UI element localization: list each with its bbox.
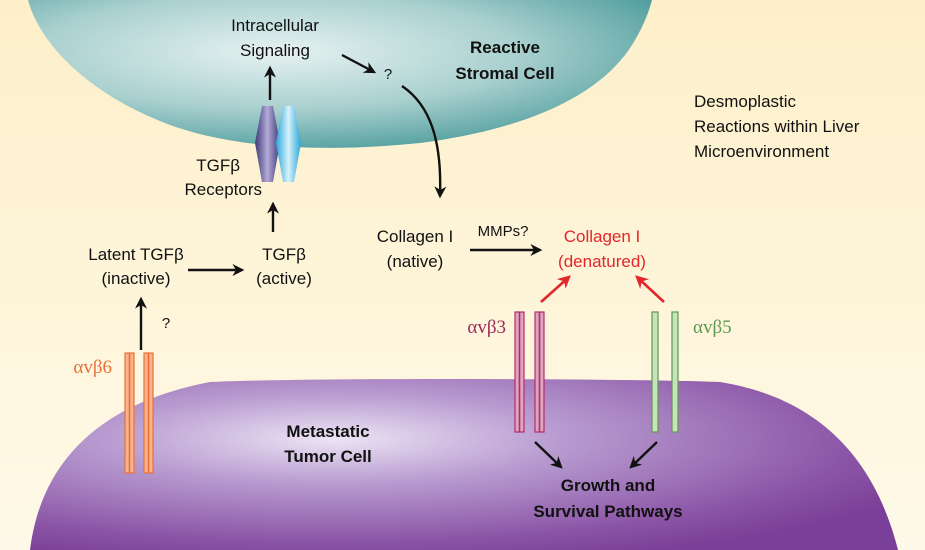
arrow-avb5-to-growth: [629, 441, 658, 469]
question-top: ?: [384, 66, 392, 83]
tgfb-active-label-1: TGFβ: [262, 245, 306, 264]
tumor-cell-label: Tumor Cell: [284, 447, 372, 466]
integrin-avb6-icon: [124, 352, 154, 474]
survival-pathways-label: Survival Pathways: [533, 502, 682, 521]
tgfb-receptors-label-1: TGFβ: [196, 156, 240, 175]
intracellular-label: Intracellular: [231, 16, 319, 35]
avb3-label: αvβ3: [467, 317, 506, 338]
avb6-label: αvβ6: [73, 357, 112, 378]
inactive-label: (inactive): [102, 269, 171, 288]
question-left: ?: [162, 315, 170, 332]
signaling-label: Signaling: [240, 41, 310, 60]
integrin-avb3-icon: [514, 311, 545, 433]
collagen-native-label-2: (native): [387, 252, 444, 271]
tgfb-active-label-2: (active): [256, 269, 312, 288]
metastatic-tumor-cell: [30, 379, 898, 550]
stromal-cell-label: Stromal Cell: [455, 64, 554, 83]
arrow-question-to-collagen: [401, 85, 447, 199]
mmps-label: MMPs?: [478, 223, 529, 240]
desmoplastic-line1: Desmoplastic: [694, 92, 797, 111]
arrow-avb3-to-denatured: [540, 275, 571, 303]
metastatic-label: Metastatic: [286, 422, 369, 441]
integrin-avb5-icon: [651, 311, 679, 433]
reactive-stromal-cell: [28, 0, 652, 148]
reactive-label: Reactive: [470, 38, 540, 57]
avb5-label: αvβ5: [693, 317, 732, 338]
desmoplastic-line2: Reactions within Liver: [694, 117, 860, 136]
collagen-native-label-1: Collagen I: [377, 227, 454, 246]
collagen-denatured-label-2: (denatured): [558, 252, 646, 271]
arrow-avb3-to-growth: [534, 441, 563, 469]
collagen-denatured-label-1: Collagen I: [564, 227, 641, 246]
latent-tgfb-label: Latent TGFβ: [88, 245, 184, 264]
tgfb-receptors-label-2: Receptors: [185, 180, 262, 199]
arrow-signaling-to-question: [341, 53, 377, 74]
tgfb-receptor-icon: [255, 106, 301, 182]
desmoplastic-line3: Microenvironment: [694, 142, 829, 161]
arrow-avb5-to-denatured: [635, 275, 665, 303]
growth-label: Growth and: [561, 476, 655, 495]
